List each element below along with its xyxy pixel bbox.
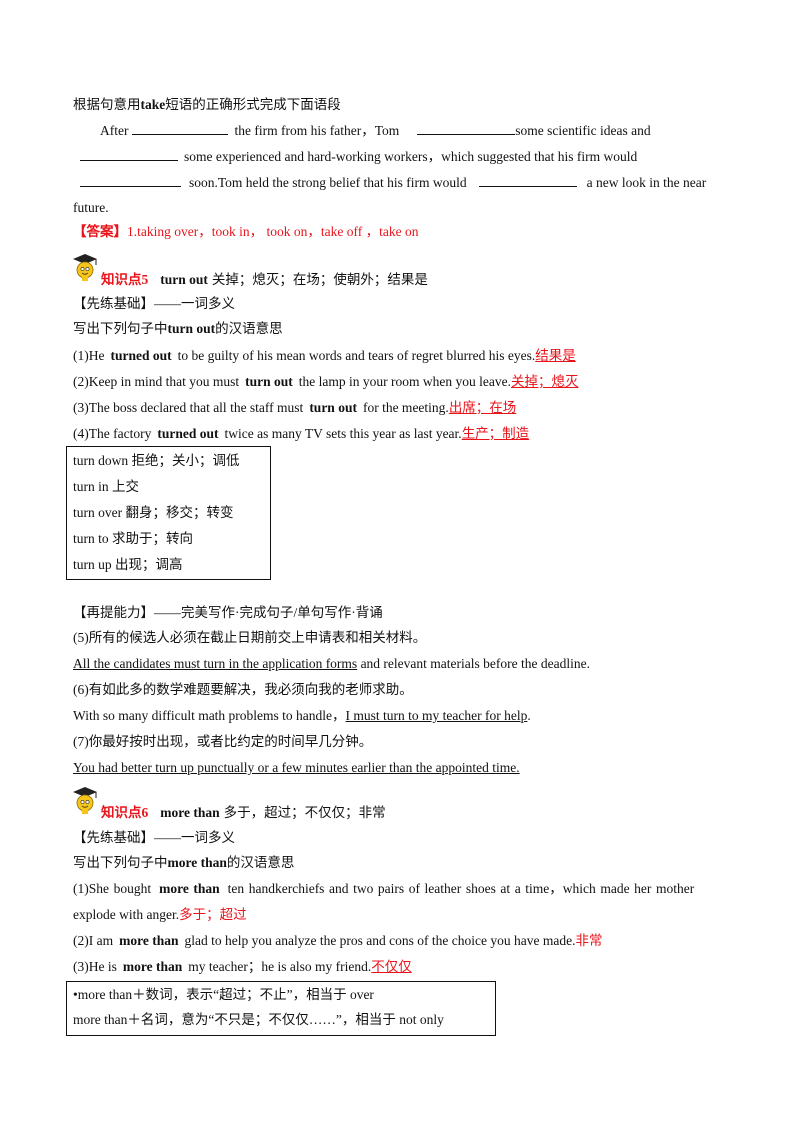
- instruction: 根据句意用take短语的正确形式完成下面语段: [73, 97, 341, 112]
- blank-1[interactable]: [132, 122, 229, 135]
- blank-4[interactable]: [80, 174, 181, 187]
- kp5-q5-answer: All the candidates must turn in the appl…: [73, 656, 358, 671]
- blank-3[interactable]: [80, 148, 178, 161]
- kp5-q7-answer: You had better turn up punctually or a f…: [73, 760, 520, 775]
- kp5-q6-answer: I must turn to my teacher for help: [345, 708, 528, 723]
- scholar-icon: [73, 254, 97, 281]
- kp6-answer-1: 多于；超过: [179, 907, 247, 922]
- kp5-basic-instruction: 写出下列句子中turn out的汉语意思: [73, 321, 283, 336]
- kp6-sentence-1-cont: explode with anger.多于；超过: [73, 907, 247, 922]
- passage-line-2: some experienced and hard-working worker…: [80, 148, 637, 166]
- kp5-q5-chinese: (5)所有的候选人必须在截止日期前交上申请表和相关材料。: [73, 630, 427, 645]
- kp5-advanced-title: 【再提能力】——完美写作·完成句子/单句写作·背诵: [73, 605, 383, 620]
- passage-line-4: future.: [73, 200, 109, 215]
- phrase-entry: turn down 拒绝；关小；调低: [73, 453, 240, 468]
- kp6-answer-3: 不仅仅: [371, 959, 412, 974]
- kp5-phrase-box: turn down 拒绝；关小；调低 turn in 上交 turn over …: [66, 446, 271, 580]
- kp5-sentence-3: (3)The boss declared that all the staff …: [73, 400, 517, 415]
- kp5-answer-4: 生产；制造: [461, 426, 530, 441]
- usage-entry: more than＋名词，意为“不只是；不仅仅……”，相当于 not only: [73, 1012, 444, 1027]
- answer: 【答案】1.taking over，took in， took on，take …: [73, 224, 419, 239]
- phrase-entry: turn in 上交: [73, 479, 139, 494]
- kp5-answer-2: 关掉；熄灭: [510, 374, 579, 389]
- kp5-answer-1: 结果是: [535, 348, 576, 363]
- kp5-q7-chinese: (7)你最好按时出现，或者比约定的时间早几分钟。: [73, 734, 373, 749]
- kp5-basic-title: 【先练基础】——一词多义: [73, 296, 235, 311]
- kp5-q6-chinese: (6)有如此多的数学难题要解决，我必须向我的老师求助。: [73, 682, 413, 697]
- kp6-usage-box: •more than＋数词，表示“超过；不止”，相当于 over more th…: [66, 981, 496, 1036]
- passage-line-3: soon.Tom held the strong belief that his…: [80, 174, 706, 192]
- kp5-q7-english: You had better turn up punctually or a f…: [73, 759, 520, 777]
- blank-5[interactable]: [478, 174, 577, 187]
- blank-2[interactable]: [417, 122, 516, 135]
- phrase-entry: turn up 出现；调高: [73, 557, 183, 572]
- kp6-answer-2: 非常: [575, 933, 603, 948]
- kp5-q5-english: All the candidates must turn in the appl…: [73, 656, 590, 671]
- scholar-icon: [73, 787, 97, 814]
- kp5-answer-3: 出席；在场: [448, 400, 517, 415]
- usage-entry: •more than＋数词，表示“超过；不止”，相当于 over: [73, 987, 374, 1002]
- phrase-entry: turn over 翻身；移交；转变: [73, 505, 234, 520]
- kp5-q6-english: With so many difficult math problems to …: [73, 708, 531, 723]
- phrase-entry: turn to 求助于；转向: [73, 531, 193, 546]
- kp6-basic-title: 【先练基础】——一词多义: [73, 830, 235, 845]
- kp6-basic-instruction: 写出下列句子中more than的汉语意思: [73, 855, 295, 870]
